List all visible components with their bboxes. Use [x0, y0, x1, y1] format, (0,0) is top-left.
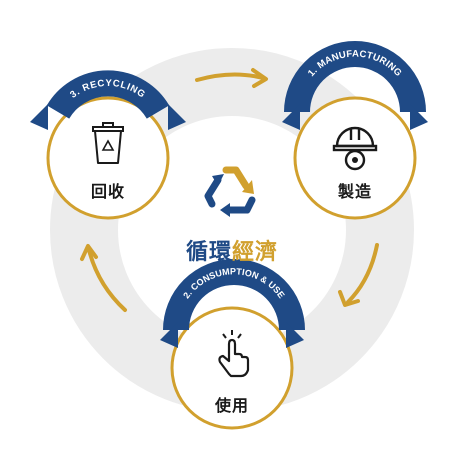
node-consumption: 2. CONSUMPTION & USE — [160, 259, 305, 430]
arrow-manufacturing-to-consumption — [338, 243, 379, 307]
recycle-bin-icon — [92, 122, 124, 164]
node-label-recycling: 回收 — [90, 182, 125, 201]
tap-hand-icon — [218, 330, 250, 378]
center-title-part2: 經濟 — [232, 240, 279, 265]
recycle-triangle-icon — [204, 166, 256, 217]
node-label-manufacturing: 製造 — [337, 182, 372, 201]
center-title: 循環經濟 — [132, 234, 332, 266]
banner-recycling — [46, 70, 170, 120]
banner-manufacturing — [284, 41, 426, 113]
center-title-part1: 循環 — [185, 240, 232, 265]
hard-hat-gear-icon — [332, 126, 378, 171]
banner-consumption — [163, 259, 305, 331]
arrow-recycling-to-manufacturing — [195, 68, 268, 88]
arrow-consumption-to-recycling — [80, 244, 127, 312]
node-recycling: 3. RECYCLING — [30, 70, 186, 220]
node-label-consumption: 使用 — [214, 396, 249, 415]
